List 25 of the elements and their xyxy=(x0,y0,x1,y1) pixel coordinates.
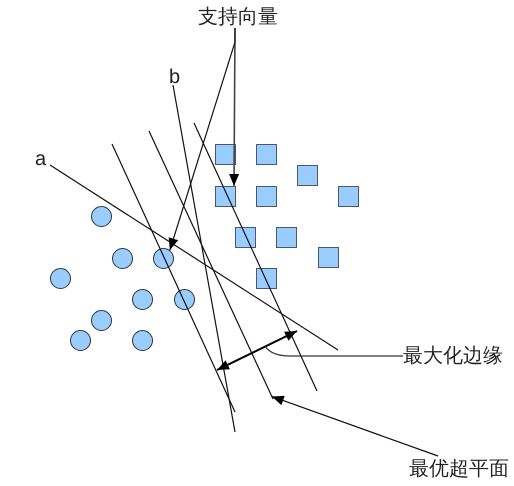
circle-data-point xyxy=(50,268,71,289)
square-data-point xyxy=(318,247,339,268)
leader-line xyxy=(264,346,403,357)
circle-data-point xyxy=(91,310,112,331)
separating-line xyxy=(148,130,274,400)
leader-arrow xyxy=(168,28,236,250)
callout-label: 最优超平面 xyxy=(409,456,509,480)
circle-data-point xyxy=(70,330,91,351)
circle-data-point xyxy=(91,206,112,227)
double-arrow xyxy=(216,330,298,371)
leader-arrow xyxy=(272,396,438,457)
line-label: b xyxy=(169,65,180,89)
square-data-point xyxy=(256,186,277,207)
square-data-point xyxy=(297,165,318,186)
circle-data-point xyxy=(112,248,133,269)
circle-data-point xyxy=(132,289,153,310)
square-data-point xyxy=(276,227,297,248)
circle-data-point xyxy=(132,330,153,351)
square-data-point xyxy=(338,186,359,207)
square-data-point xyxy=(256,144,277,165)
square-data-point xyxy=(256,268,277,289)
callout-label: 最大化边缘 xyxy=(403,343,503,367)
line-label: a xyxy=(35,147,46,171)
callout-label: 支持向量 xyxy=(198,4,278,28)
leader-arrow xyxy=(229,28,240,186)
